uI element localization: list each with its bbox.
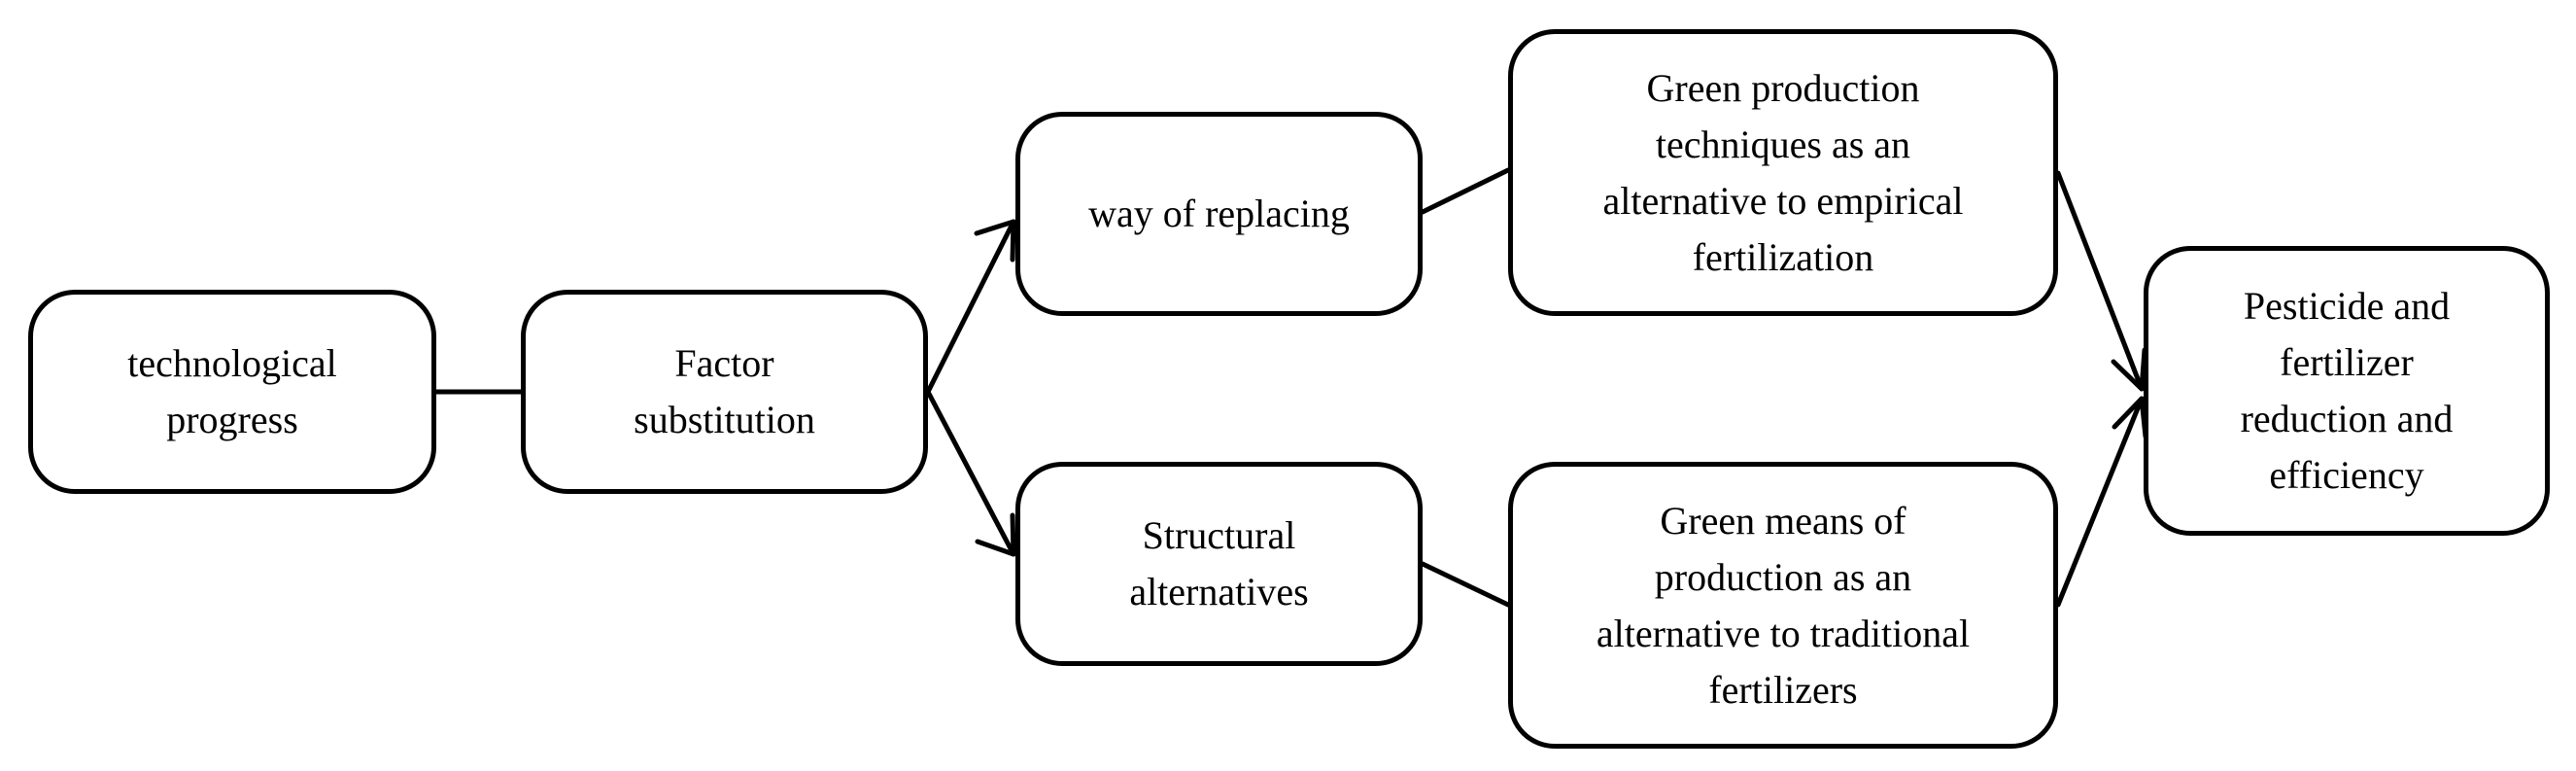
node-green-means-of-production: Green means of production as an alternat… xyxy=(1508,462,2058,749)
edge-gmp-to-result xyxy=(2055,396,2145,608)
edge-way-to-gpt xyxy=(1420,167,1511,215)
edge-factor-to-structural xyxy=(925,389,1016,557)
node-label: Structural alternatives xyxy=(1129,513,1309,613)
node-label: way of replacing xyxy=(1088,192,1350,235)
node-label: Green production techniques as an altern… xyxy=(1602,65,1964,279)
node-label: Green means of production as an alternat… xyxy=(1596,498,1971,712)
edge-structural-to-gmp xyxy=(1420,561,1511,608)
arrowhead-structural xyxy=(975,512,1016,557)
node-label: Pesticide and fertilizer reduction and e… xyxy=(2240,284,2454,497)
arrowhead-way xyxy=(974,219,1016,263)
node-factor-substitution: Factor substitution xyxy=(521,290,928,494)
node-technological-progress: technological progress xyxy=(28,290,436,494)
node-green-production-techniques: Green production techniques as an altern… xyxy=(1508,29,2058,316)
node-way-of-replacing: way of replacing xyxy=(1015,112,1423,316)
node-structural-alternatives: Structural alternatives xyxy=(1015,462,1423,666)
node-label: Factor substitution xyxy=(634,341,815,441)
edge-factor-to-way xyxy=(925,219,1016,395)
node-pesticide-fertilizer-reduction: Pesticide and fertilizer reduction and e… xyxy=(2144,246,2550,536)
edge-gpt-to-result xyxy=(2055,170,2145,392)
node-label: technological progress xyxy=(127,341,337,441)
